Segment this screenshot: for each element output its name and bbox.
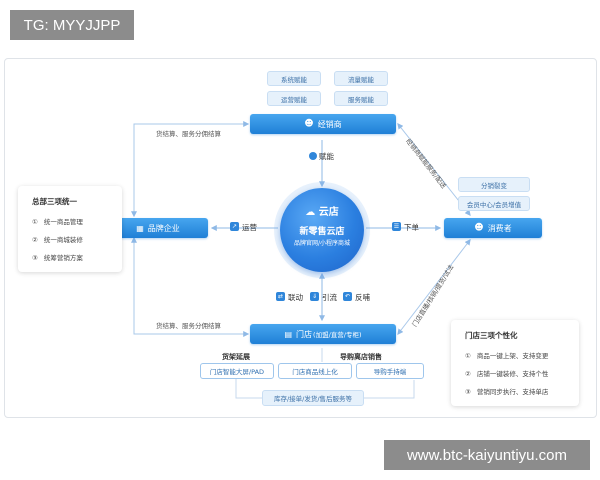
panel-hq-item-3-text: 统筹营销方案 [43, 254, 83, 262]
node-brand: ▦ 品牌企业 [108, 218, 208, 238]
guide-icon: ⇓ [310, 292, 319, 301]
cloud-icon: ☁ [305, 207, 316, 218]
spoke-label-traffic: 引流 [322, 293, 337, 302]
store-icon: ▤ [284, 329, 293, 339]
edge-label-left-bottom: 货结算、服务分佣结算 [156, 322, 221, 330]
chart-icon: ↗ [230, 222, 239, 231]
chip-smart-screen: 门店智能大屏/PAD [200, 363, 274, 379]
panel-store-item-1-text: 商品一键上架、支持变更 [476, 352, 549, 360]
panel-store-item-3-text: 营销同步执行、支持单店 [476, 388, 549, 396]
panel-hq-item-2: ② 统一商城装修 [32, 234, 83, 244]
panel-store-item-2: ② 店铺一键装修、支持个性 [465, 368, 548, 378]
panel-hq-title: 总部三项统一 [32, 197, 77, 206]
spoke-label-enable: 赋能 [319, 152, 334, 161]
bottom-bracket [235, 372, 415, 399]
panel-hq-item-1: ① 统一商品管理 [32, 216, 83, 226]
node-store-label: 门店 [296, 329, 313, 339]
node-distributor-label: 经销商 [317, 119, 342, 129]
panel-hq-item-1-text: 统一商品管理 [43, 218, 83, 226]
circled-2-icon: ② [465, 370, 471, 378]
bulb-icon [309, 152, 317, 160]
panel-hq-item-2-text: 统一商城装修 [43, 236, 83, 244]
center-subtitle: 品牌官网/小程序商城 [293, 240, 351, 247]
center-brand-text: 云店 [318, 207, 339, 218]
edge-label-left-top: 货结算、服务分佣结算 [156, 130, 221, 138]
panel-store-personalized: 门店三项个性化 ① 商品一键上架、支持变更 ② 店铺一键装修、支持个性 ③ 营销… [451, 320, 579, 406]
building-icon: ▦ [136, 223, 144, 233]
chip-service: 服务赋能 [334, 91, 388, 106]
chip-distribution: 分销裂变 [458, 177, 530, 192]
center-title: 新零售云店 [299, 227, 345, 237]
circled-1-icon: ① [465, 352, 471, 360]
chip-online-goods: 门店商品线上化 [278, 363, 352, 379]
node-brand-label: 品牌企业 [147, 223, 180, 233]
link-icon: ⇄ [276, 292, 285, 301]
edge-left-bottom [131, 236, 250, 337]
chip-handheld: 导购手持端 [356, 363, 424, 379]
panel-hq-item-3: ③ 统筹营销方案 [32, 252, 83, 262]
node-consumer: ☻ 消费者 [444, 218, 542, 238]
circled-3-icon: ③ [32, 254, 38, 262]
chip-operation: 运营赋能 [267, 91, 321, 106]
node-consumer-label: 消费者 [487, 223, 512, 233]
node-distributor: ☻ 经销商 [250, 114, 396, 134]
person-icon: ☻ [304, 119, 314, 129]
chip-traffic: 流量赋能 [334, 71, 388, 86]
chip-system: 系统赋能 [267, 71, 321, 86]
spoke-label-linkage: 联动 [288, 293, 303, 302]
center-brand: ☁ 云店 [280, 203, 364, 218]
spoke-label-operate: 运营 [242, 223, 257, 232]
chip-membership: 会员中心/会员增值 [458, 196, 530, 211]
spoke-label-feedback: 反哺 [355, 293, 370, 302]
node-store: ▤ 门店 (加盟/直营/专柜) [250, 324, 396, 344]
circled-2-icon: ② [32, 236, 38, 244]
top-left-tag: TG: MYYJJPP [10, 10, 134, 40]
bottom-right-tag: www.btc-kaiyuntiyu.com [384, 440, 590, 470]
panel-store-item-3: ③ 营销同步执行、支持单店 [465, 386, 548, 396]
order-icon: ☰ [392, 222, 401, 231]
circled-1-icon: ① [32, 218, 38, 226]
edge-left-top [131, 121, 250, 218]
panel-store-item-1: ① 商品一键上架、支持变更 [465, 350, 548, 360]
bottom-heading-guide: 导购离店销售 [340, 353, 382, 361]
center-cloud-store: ☁ 云店 新零售云店 品牌官网/小程序商城 [280, 188, 364, 272]
panel-store-item-2-text: 店铺一键装修、支持个性 [476, 370, 549, 378]
edge-bottom-right [397, 239, 471, 335]
chip-after-sales: 库存/接单/发货/售后服务等 [262, 390, 364, 406]
spoke-label-order: 下单 [404, 223, 419, 232]
person-icon: ☻ [474, 223, 484, 233]
circled-3-icon: ③ [465, 388, 471, 396]
panel-hq-unified: 总部三项统一 ① 统一商品管理 ② 统一商城装修 ③ 统筹营销方案 [18, 186, 122, 272]
bottom-heading-shelf: 货架延展 [222, 353, 250, 361]
node-store-suffix: (加盟/直营/专柜) [313, 331, 362, 339]
feedback-icon: ↶ [343, 292, 352, 301]
panel-store-title: 门店三项个性化 [465, 331, 518, 340]
